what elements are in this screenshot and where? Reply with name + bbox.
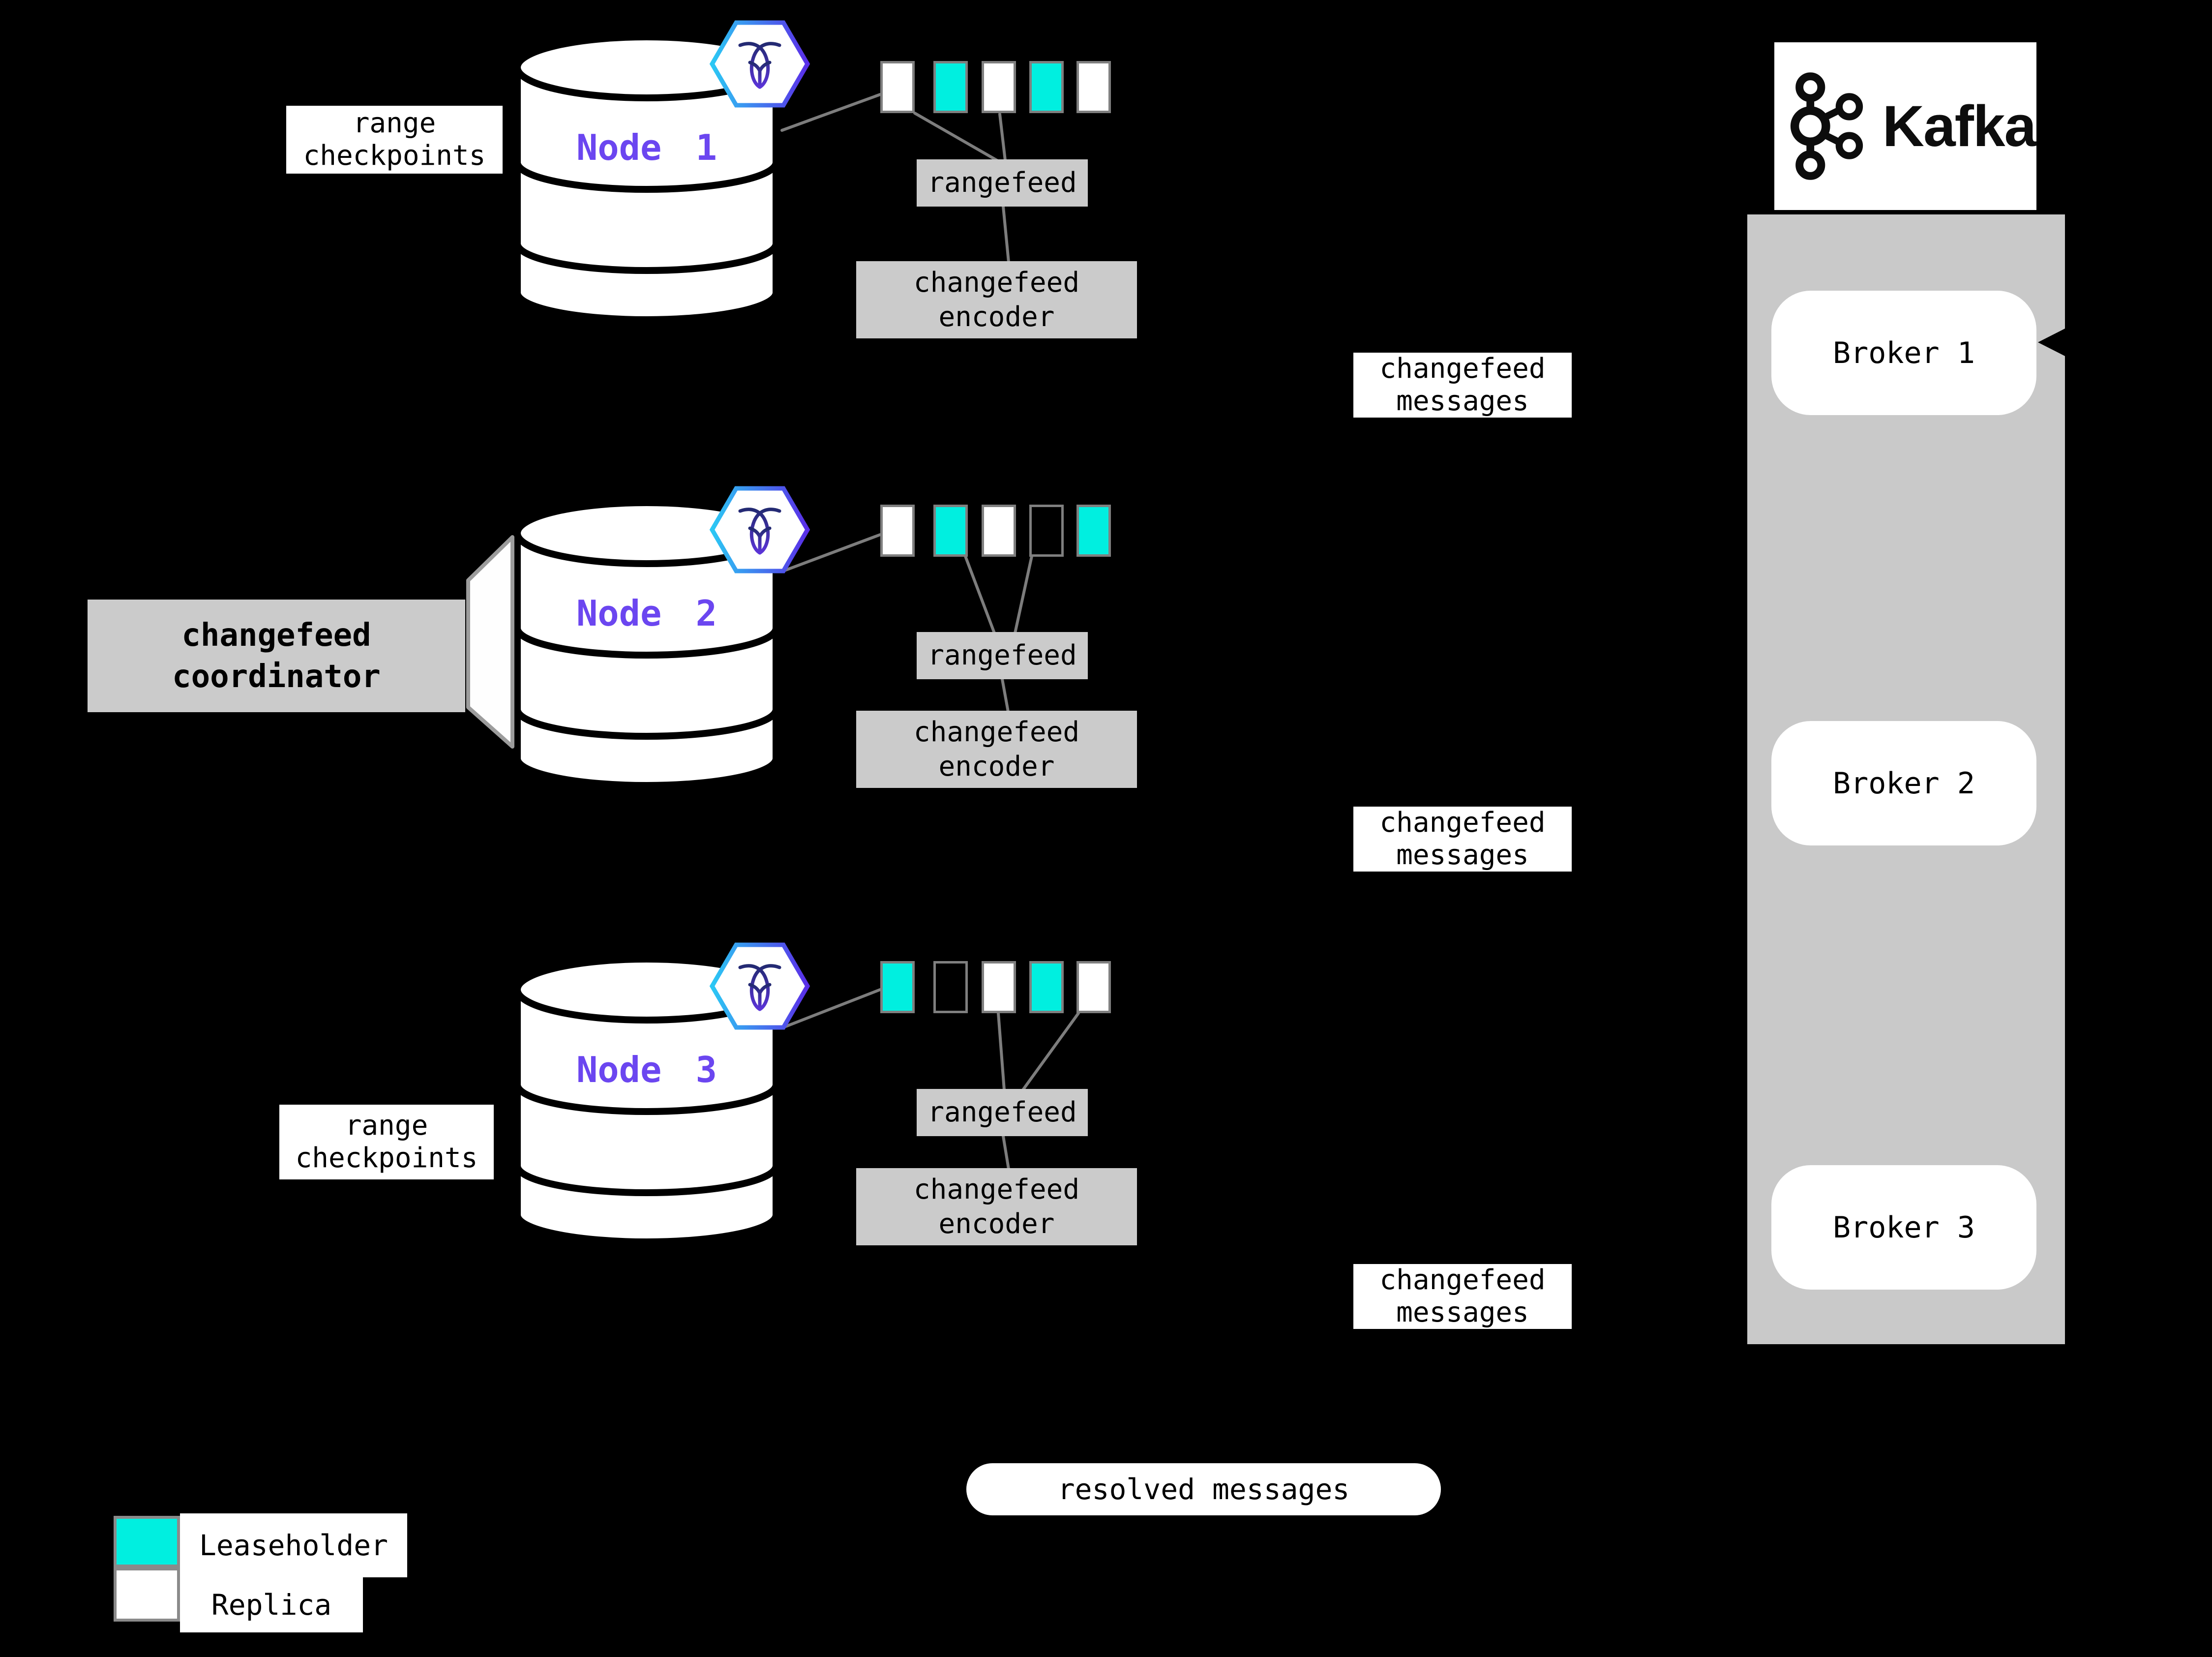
messages1-line1: changefeed bbox=[1379, 353, 1546, 385]
broker-1-box: Broker 1 bbox=[1771, 291, 2036, 415]
node2-label: Node 2 bbox=[576, 593, 717, 634]
node2-range-5 bbox=[1076, 505, 1111, 557]
cockroachdb-hexagon-icon-node3 bbox=[709, 942, 810, 1030]
connector-range3-to-rangefeed1 bbox=[998, 113, 1007, 162]
changefeed-encoder-box-node2: changefeed encoder bbox=[856, 711, 1137, 788]
node1-range-3 bbox=[982, 61, 1016, 113]
changefeed-coordinator-box: changefeed coordinator bbox=[88, 600, 465, 712]
changefeed-encoder-box-node3: changefeed encoder bbox=[856, 1168, 1137, 1245]
node1-range-5 bbox=[1076, 61, 1111, 113]
node3-range-3 bbox=[982, 961, 1016, 1013]
broker-2-box: Broker 2 bbox=[1771, 721, 2036, 845]
cockroachdb-hexagon-icon-node2 bbox=[709, 486, 810, 573]
node3-range-4 bbox=[1029, 961, 1064, 1013]
node3-range-5 bbox=[1076, 961, 1111, 1013]
connector-range2-to-rangefeed2 bbox=[964, 555, 996, 634]
connector-range1-to-rangefeed1 bbox=[913, 112, 999, 162]
range-checkpoints-bottom-line1: range bbox=[345, 1110, 428, 1142]
messages2-line2: messages bbox=[1396, 839, 1529, 871]
connector-node1-to-ranges bbox=[780, 93, 882, 132]
encoder3-line2: encoder bbox=[938, 1207, 1055, 1240]
kafka-circles-icon bbox=[1790, 72, 1863, 180]
node3-range-1 bbox=[880, 961, 915, 1013]
node1-range-1 bbox=[880, 61, 915, 113]
node1-range-4 bbox=[1029, 61, 1064, 113]
resolved-messages-label: resolved messages bbox=[966, 1463, 1441, 1515]
encoder3-line1: changefeed bbox=[913, 1173, 1080, 1205]
changefeed-messages-label-1: changefeed messages bbox=[1353, 353, 1572, 418]
changefeed-messages-label-2: changefeed messages bbox=[1353, 807, 1572, 872]
coordinator-line1: changefeed bbox=[181, 617, 371, 654]
connector-range4-to-rangefeed2 bbox=[1014, 555, 1033, 634]
messages3-line2: messages bbox=[1396, 1296, 1529, 1328]
broker-3-box: Broker 3 bbox=[1771, 1165, 2036, 1290]
connector-node3-to-ranges bbox=[780, 988, 882, 1029]
changefeed-messages-label-3: changefeed messages bbox=[1353, 1264, 1572, 1329]
messages1-line2: messages bbox=[1396, 385, 1529, 417]
connector-rangefeed2-to-encoder2 bbox=[1001, 678, 1010, 713]
encoder2-line2: encoder bbox=[938, 750, 1055, 783]
cockroachdb-hexagon-icon-node1 bbox=[709, 20, 810, 108]
range-checkpoints-label-top: range checkpoints bbox=[286, 106, 503, 174]
node1-range-2 bbox=[933, 61, 968, 113]
legend-swatch-replica bbox=[114, 1567, 180, 1622]
arrow-left-icon bbox=[2038, 329, 2065, 356]
rangefeed-box-node1: rangefeed bbox=[917, 159, 1088, 207]
coordinator-flag-shape bbox=[466, 535, 514, 749]
legend-label-replica: Replica bbox=[180, 1577, 363, 1632]
node3-database-cylinder bbox=[514, 956, 779, 1245]
node1-database-cylinder bbox=[514, 33, 779, 323]
messages3-line1: changefeed bbox=[1379, 1264, 1546, 1296]
rangefeed-box-node3: rangefeed bbox=[917, 1089, 1088, 1136]
kafka-logo-box: Kafka bbox=[1774, 42, 2036, 210]
connector-node2-to-ranges bbox=[780, 533, 882, 573]
kafka-brand-text: Kafka bbox=[1882, 93, 2036, 159]
coordinator-line2: coordinator bbox=[172, 658, 381, 695]
node2-range-3 bbox=[982, 505, 1016, 557]
range-checkpoints-line2: checkpoints bbox=[303, 140, 486, 172]
legend-label-leaseholder: Leaseholder bbox=[180, 1513, 407, 1577]
connector-rangefeed1-to-encoder1 bbox=[1002, 205, 1010, 264]
node2-range-1 bbox=[880, 505, 915, 557]
range-checkpoints-line1: range bbox=[353, 107, 436, 139]
node2-database-cylinder bbox=[514, 499, 779, 789]
connector-range3-to-rangefeed3 bbox=[997, 1012, 1006, 1091]
node3-range-2 bbox=[933, 961, 968, 1013]
connector-lines bbox=[780, 93, 1080, 1171]
encoder1-line1: changefeed bbox=[913, 266, 1080, 299]
encoder2-line1: changefeed bbox=[913, 716, 1080, 748]
node2-range-2 bbox=[933, 505, 968, 557]
changefeed-encoder-box-node1: changefeed encoder bbox=[856, 261, 1137, 338]
messages2-line1: changefeed bbox=[1379, 807, 1546, 839]
connector-range5-to-rangefeed3 bbox=[1021, 1012, 1080, 1091]
encoder1-line2: encoder bbox=[938, 301, 1055, 333]
range-checkpoints-bottom-line2: checkpoints bbox=[295, 1142, 478, 1174]
rangefeed-box-node2: rangefeed bbox=[917, 632, 1088, 679]
connector-rangefeed3-to-encoder3 bbox=[1002, 1135, 1010, 1171]
legend-swatch-leaseholder bbox=[114, 1516, 180, 1567]
range-checkpoints-label-bottom: range checkpoints bbox=[279, 1105, 494, 1179]
node2-range-4 bbox=[1029, 505, 1064, 557]
node1-label: Node 1 bbox=[576, 127, 717, 168]
node3-label: Node 3 bbox=[576, 1049, 717, 1090]
